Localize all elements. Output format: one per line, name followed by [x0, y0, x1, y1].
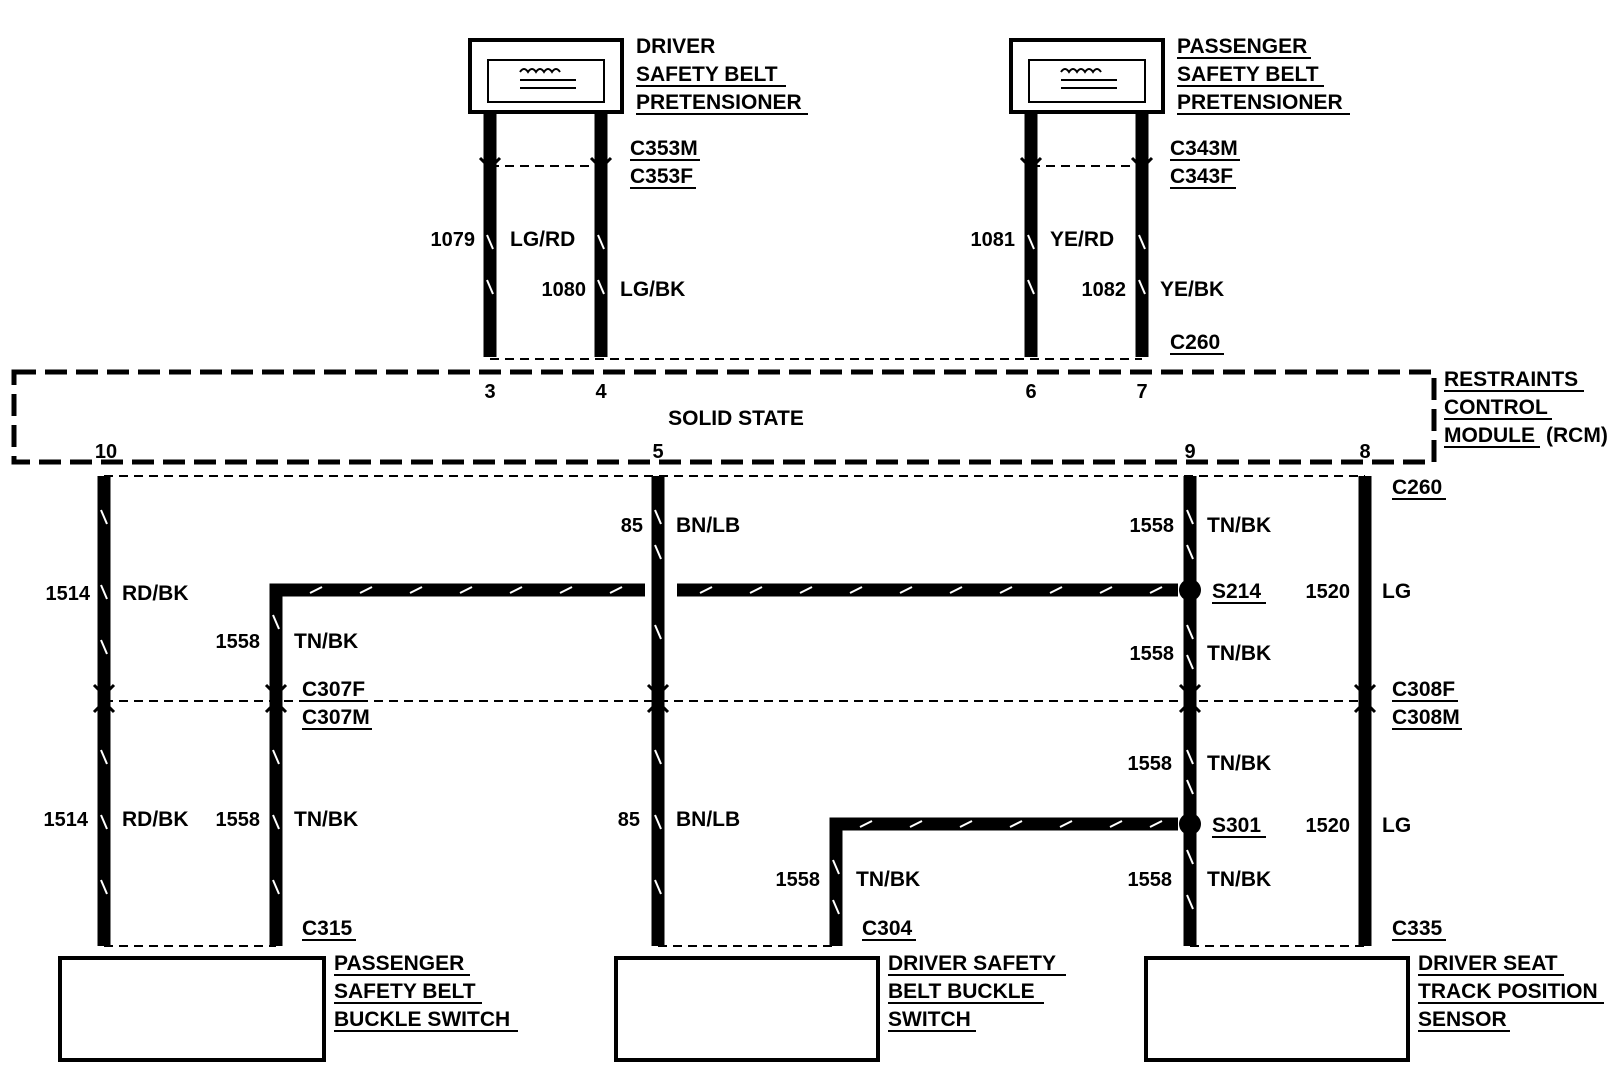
- driver-buckle-label-2: BELT BUCKLE: [888, 980, 1035, 1003]
- pin-5: 5: [652, 441, 663, 463]
- c353m-label: C353M: [630, 137, 698, 160]
- c315-label: C315: [302, 917, 353, 940]
- w1558-c308-down-circuit: 1558: [1128, 753, 1173, 775]
- w1079-circuit: 1079: [431, 229, 476, 251]
- rcm-label-1: RESTRAINTS: [1444, 368, 1578, 391]
- w1520-upper-circuit: 1520: [1306, 581, 1351, 603]
- c308m-label: C308M: [1392, 706, 1460, 729]
- w1558-left-lower-color: TN/BK: [294, 808, 358, 831]
- seat-sensor-label-3: SENSOR: [1418, 1008, 1507, 1031]
- s214-label: S214: [1212, 580, 1261, 603]
- wire-1520: [1353, 476, 1377, 946]
- wire-1558-right: [1178, 476, 1202, 946]
- wire-1558-left: [264, 583, 1178, 946]
- wire-1082: [1130, 112, 1154, 357]
- driver-pretensioner-label-1: DRIVER: [636, 35, 715, 58]
- seat-track-sensor-box: [1144, 956, 1410, 1062]
- passenger-pretensioner: [1009, 38, 1165, 114]
- pin-6: 6: [1025, 381, 1036, 403]
- w1514-lower-color: RD/BK: [122, 808, 189, 831]
- w85-lower-color: BN/LB: [676, 808, 740, 831]
- c335-label: C335: [1392, 917, 1443, 940]
- w1520-lower-color: LG: [1382, 814, 1411, 837]
- passenger-pretensioner-label-1: PASSENGER: [1177, 35, 1307, 58]
- rcm-solid-state-label: SOLID STATE: [668, 407, 804, 430]
- w1081-color: YE/RD: [1050, 228, 1114, 251]
- passenger-pretensioner-label-2: SAFETY BELT: [1177, 63, 1319, 86]
- passenger-pretensioner-label-3: PRETENSIONER: [1177, 91, 1343, 114]
- c343m-label: C343M: [1170, 137, 1238, 160]
- w1520-upper-color: LG: [1382, 580, 1411, 603]
- w1558-c304-circuit: 1558: [776, 869, 821, 891]
- driver-buckle-switch-box: [614, 956, 880, 1062]
- w1082-color: YE/BK: [1160, 278, 1224, 301]
- pin-10: 10: [95, 441, 117, 463]
- wire-1079: [478, 112, 502, 357]
- seat-sensor-label-1: DRIVER SEAT: [1418, 952, 1558, 975]
- rcm-label-3: MODULE: [1444, 424, 1535, 447]
- w1514-upper-circuit: 1514: [46, 583, 91, 605]
- c304-label: C304: [862, 917, 913, 940]
- passenger-buckle-label-2: SAFETY BELT: [334, 980, 476, 1003]
- w85-upper-color: BN/LB: [676, 514, 740, 537]
- passenger-buckle-label-3: BUCKLE SWITCH: [334, 1008, 510, 1031]
- wire-85: [646, 476, 670, 946]
- w1079-color: LG/RD: [510, 228, 575, 251]
- driver-pretensioner: [468, 38, 624, 114]
- w1520-lower-circuit: 1520: [1306, 815, 1351, 837]
- wire-1558-c304: [829, 817, 1178, 946]
- rcm-label-4: (RCM): [1546, 424, 1608, 447]
- w1558-top-circuit: 1558: [1130, 515, 1175, 537]
- rcm-module-outline: [11, 369, 1437, 465]
- c343f-label: C343F: [1170, 165, 1233, 188]
- c307m-label: C307M: [302, 706, 370, 729]
- w1558-c308-down-color: TN/BK: [1207, 752, 1271, 775]
- w1558-top-color: TN/BK: [1207, 514, 1271, 537]
- s301-label: S301: [1212, 814, 1261, 837]
- driver-buckle-label-3: SWITCH: [888, 1008, 971, 1031]
- driver-buckle-label-1: DRIVER SAFETY: [888, 952, 1056, 975]
- w1558-s301-down-color: TN/BK: [1207, 868, 1271, 891]
- pin-8: 8: [1359, 441, 1370, 463]
- driver-pretensioner-label-3: PRETENSIONER: [636, 91, 802, 114]
- w85-upper-circuit: 85: [621, 515, 643, 537]
- pin-9: 9: [1184, 441, 1195, 463]
- pin-3: 3: [484, 381, 495, 403]
- w1514-upper-color: RD/BK: [122, 582, 189, 605]
- w1514-lower-circuit: 1514: [44, 809, 89, 831]
- w1558-left-upper-circuit: 1558: [216, 631, 261, 653]
- s214-splice-dot: [1179, 579, 1201, 601]
- wire-1080: [589, 112, 613, 357]
- c260-bottom-label: C260: [1392, 476, 1442, 499]
- w1558-c304-color: TN/BK: [856, 868, 920, 891]
- c308f-label: C308F: [1392, 678, 1455, 701]
- w1080-color: LG/BK: [620, 278, 685, 301]
- c260-top-label: C260: [1170, 331, 1220, 354]
- seat-sensor-label-2: TRACK POSITION: [1418, 980, 1598, 1003]
- w1558-s214-down-circuit: 1558: [1130, 643, 1175, 665]
- w1081-circuit: 1081: [971, 229, 1016, 251]
- w1558-left-lower-circuit: 1558: [216, 809, 261, 831]
- wire-1514: [92, 476, 116, 946]
- w1558-left-upper-color: TN/BK: [294, 630, 358, 653]
- pin-4: 4: [595, 381, 607, 403]
- w1558-s301-down-circuit: 1558: [1128, 869, 1173, 891]
- w1558-s214-down-color: TN/BK: [1207, 642, 1271, 665]
- c353f-label: C353F: [630, 165, 693, 188]
- w85-lower-circuit: 85: [618, 809, 640, 831]
- passenger-buckle-switch-box: [58, 956, 326, 1062]
- wire-1081: [1019, 112, 1043, 357]
- s301-splice-dot: [1179, 813, 1201, 835]
- passenger-buckle-label-1: PASSENGER: [334, 952, 464, 975]
- pin-7: 7: [1136, 381, 1147, 403]
- w1080-circuit: 1080: [542, 279, 587, 301]
- c307f-label: C307F: [302, 678, 365, 701]
- rcm-label-2: CONTROL: [1444, 396, 1548, 419]
- w1082-circuit: 1082: [1082, 279, 1127, 301]
- driver-pretensioner-label-2: SAFETY BELT: [636, 63, 778, 86]
